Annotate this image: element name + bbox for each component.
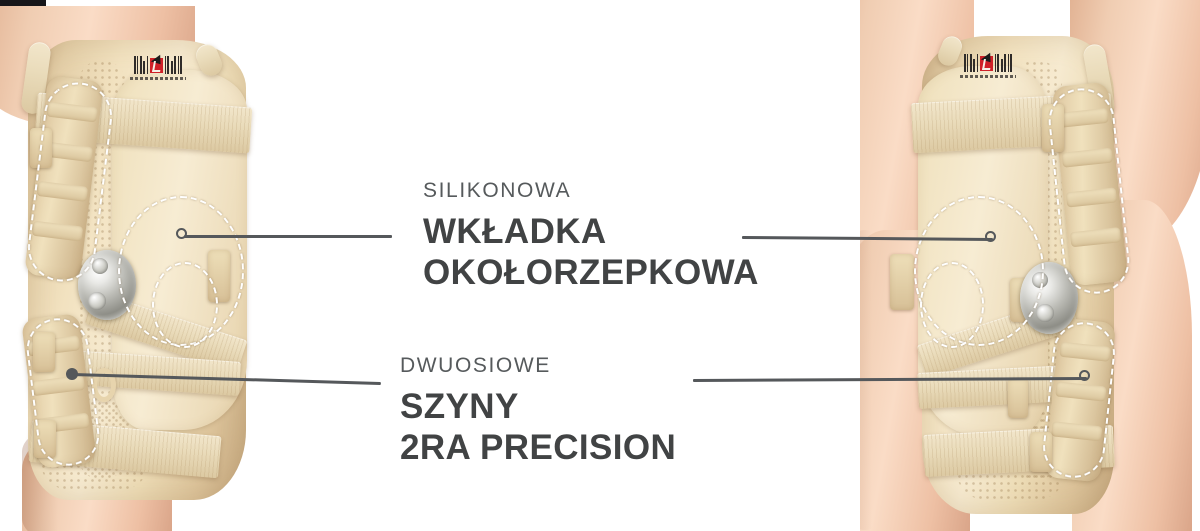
logo-bar: [146, 56, 148, 74]
dashed-outline-patella-inner-right: [920, 262, 984, 348]
logo-bar: [180, 56, 183, 74]
logo-bar: [143, 61, 146, 74]
dashed-outline-patella-outer-right: [914, 196, 1044, 346]
logo-bar: [1000, 59, 1003, 72]
callout-headline-line-1: SZYNY: [400, 387, 519, 426]
callout-biaxial-rails: DWUOSIOWE SZYNY 2RA PRECISION: [400, 355, 676, 469]
logo-tagline-strip: [130, 77, 186, 80]
brand-logo-right: [960, 54, 1016, 78]
rail-buckle-right-a: [1042, 104, 1064, 152]
hinge-pin-lower-right: [1036, 304, 1054, 322]
logo-bar: [133, 56, 136, 74]
logo-bar: [164, 56, 166, 74]
logo-bar: [170, 61, 173, 74]
rail-buckle-right-b: [890, 254, 914, 310]
leader-lower-left-marker: [66, 368, 78, 380]
logo-bar: [139, 56, 142, 74]
callout-headline-line-1: WKŁADKA: [423, 212, 607, 251]
logo-bar: [969, 54, 972, 72]
hinge-pin-upper-left: [92, 258, 108, 274]
logo-bar: [994, 54, 996, 72]
callout-headline-line-2: 2RA PRECISION: [400, 428, 677, 468]
logo-barcode-right-group: [164, 56, 183, 74]
callout-silicone-patellar-insert: SILIKONOWA WKŁADKA OKOŁORZEPKOWA: [423, 180, 759, 294]
callout-kicker: DWUOSIOWE: [400, 354, 551, 377]
logo-bar: [1010, 54, 1013, 72]
rail-buckle-right-e: [1030, 432, 1052, 472]
logo-bar: [973, 59, 976, 72]
brand-logo-left: [130, 56, 186, 80]
logo-bar: [177, 56, 179, 74]
leader-upper-left: [184, 234, 392, 238]
logo-flag-icon: [979, 55, 993, 71]
logo-barcode-left-group: [133, 56, 148, 74]
leader-lower-right-marker: [1079, 370, 1090, 381]
dashed-outline-patella-inner-left: [152, 262, 218, 348]
hinge-pin-lower-left: [88, 292, 106, 310]
logo-bar: [997, 54, 1000, 72]
rail-buckle-left-a: [30, 128, 52, 168]
logo-tagline-strip: [960, 75, 1016, 78]
callout-headline-line-2: OKOŁORZEPKOWA: [423, 253, 759, 293]
leader-upper-right-marker: [985, 231, 996, 242]
logo-barcode-right-group: [994, 54, 1013, 72]
logo-bar: [167, 56, 170, 74]
brace-right-photo: [860, 0, 1200, 531]
logo-bar: [1004, 54, 1007, 72]
logo-bar: [174, 56, 177, 74]
brace-left-photo: [0, 0, 360, 531]
logo-barcode-left-group: [963, 54, 978, 72]
logo-bar: [1007, 54, 1009, 72]
leader-upper-left-marker: [176, 228, 187, 239]
logo-bar: [963, 54, 966, 72]
logo-flag-icon: [149, 57, 163, 73]
rail-buckle-right-d: [1008, 378, 1028, 418]
callout-kicker: SILIKONOWA: [423, 179, 572, 202]
rail-buckle-left-c: [34, 420, 56, 458]
logo-bar: [137, 56, 139, 74]
rail-buckle-left-b: [33, 332, 55, 372]
logo-bar: [976, 54, 978, 72]
logo-bar: [967, 54, 969, 72]
strap-loop-left: [92, 368, 116, 402]
